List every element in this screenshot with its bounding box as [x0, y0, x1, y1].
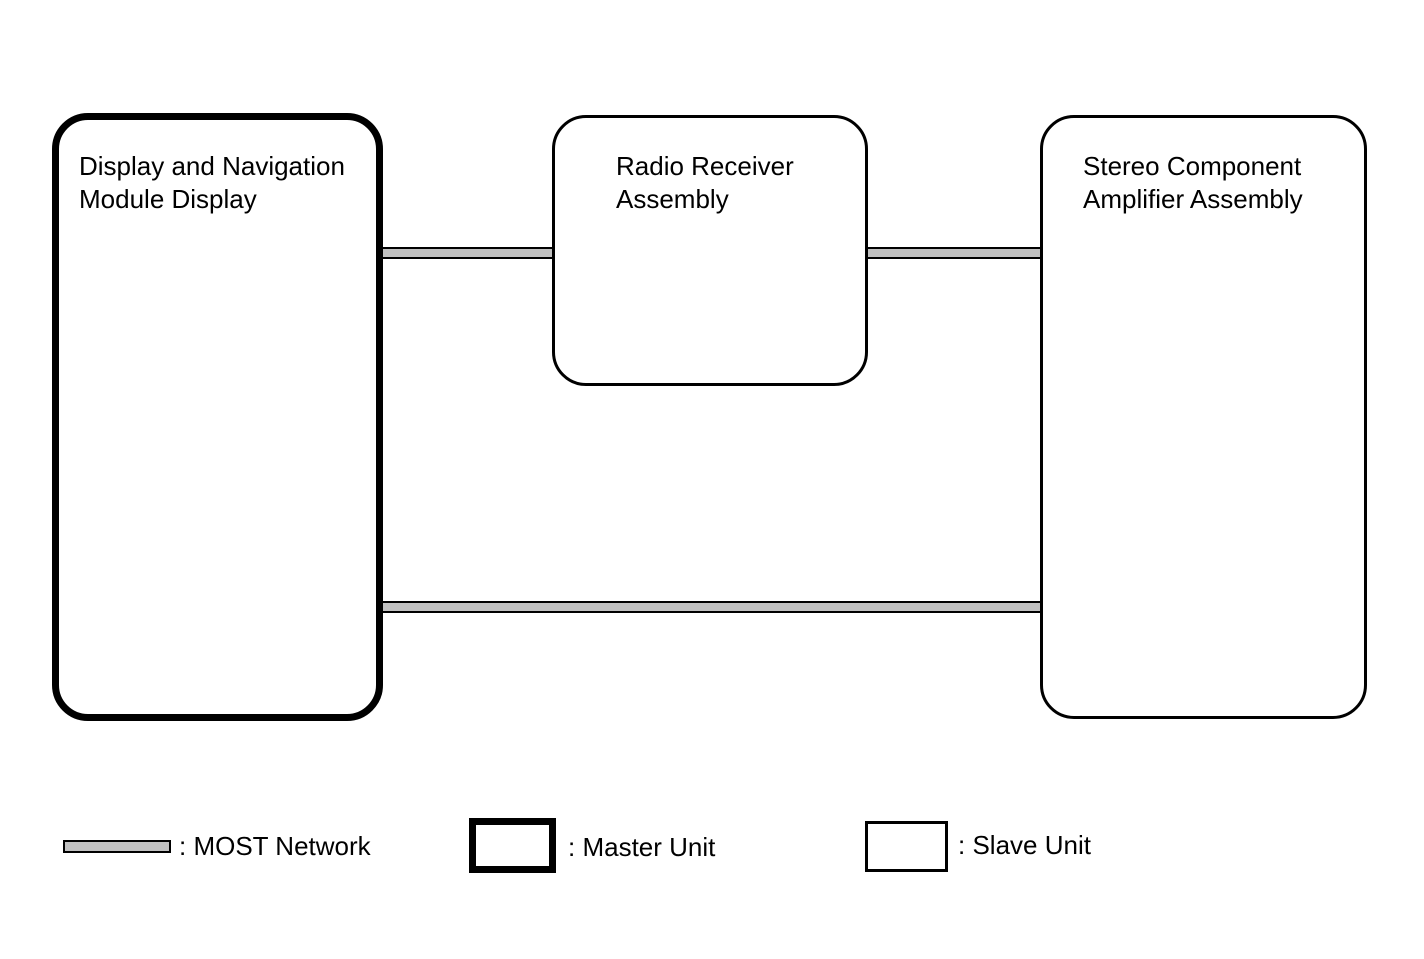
radio-receiver-assembly-unit — [552, 115, 868, 386]
most-network-link-radio-amplifier — [864, 247, 1044, 259]
legend-master-unit-label: : Master Unit — [568, 832, 716, 862]
radio-receiver-assembly-label-line1: Radio Receiver — [616, 151, 794, 181]
most-network-link-display-radio — [378, 247, 556, 259]
legend-most-network-swatch — [63, 840, 171, 853]
legend-slave-unit-swatch — [865, 821, 948, 872]
stereo-component-amplifier-label-line1: Stereo Component — [1083, 151, 1302, 181]
radio-receiver-assembly-label: Radio Receiver Assembly — [616, 150, 794, 216]
legend-slave-unit-label: : Slave Unit — [958, 830, 1091, 860]
radio-receiver-assembly-label-line2: Assembly — [616, 184, 729, 214]
display-navigation-module-label: Display and Navigation Module Display — [79, 150, 345, 216]
stereo-component-amplifier-label: Stereo Component Amplifier Assembly — [1083, 150, 1303, 216]
most-network-link-display-amplifier — [378, 601, 1044, 613]
legend-most-network-label: : MOST Network — [179, 831, 371, 861]
display-navigation-module-label-line2: Module Display — [79, 184, 257, 214]
stereo-component-amplifier-unit — [1040, 115, 1367, 719]
stereo-component-amplifier-label-line2: Amplifier Assembly — [1083, 184, 1303, 214]
display-navigation-module-label-line1: Display and Navigation — [79, 151, 345, 181]
display-navigation-module-unit — [52, 113, 383, 721]
legend-master-unit-swatch — [469, 818, 556, 873]
